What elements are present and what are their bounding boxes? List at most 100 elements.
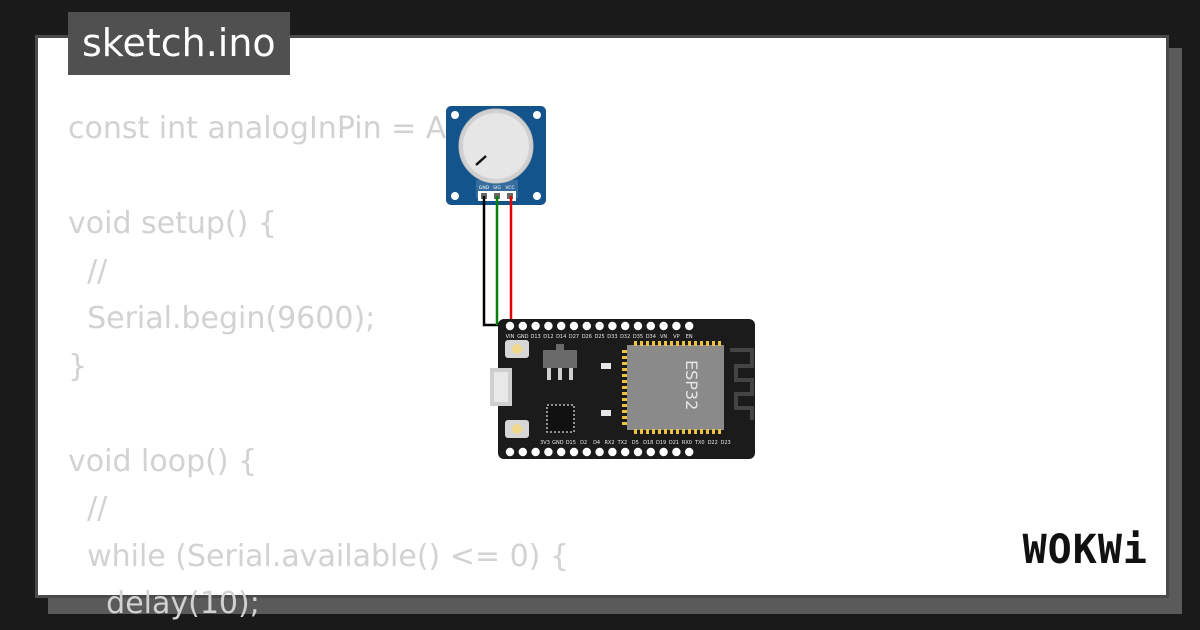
- header-pin[interactable]: [505, 321, 515, 331]
- module-pin: [664, 341, 667, 346]
- module-pin: [634, 341, 637, 346]
- module-pin: [670, 341, 673, 346]
- header-pin[interactable]: [557, 321, 566, 331]
- code-line: Serial.begin(9600);: [68, 301, 376, 336]
- header-pin[interactable]: [569, 321, 579, 331]
- pin-label: D26: [582, 334, 592, 340]
- module-pin: [712, 341, 715, 346]
- file-tab[interactable]: sketch.ino: [68, 12, 290, 75]
- pin-label: GND: [552, 440, 564, 446]
- voltage-regulator: [543, 350, 577, 368]
- pin-label: D22: [708, 440, 718, 446]
- header-pin[interactable]: [608, 321, 617, 331]
- module-pin: [682, 341, 685, 346]
- pin-label: VP: [673, 334, 679, 340]
- mount-hole: [451, 192, 459, 200]
- header-pin[interactable]: [582, 447, 591, 457]
- module-pin: [706, 341, 709, 346]
- pin-label: D32: [620, 334, 630, 340]
- header-pin[interactable]: [544, 447, 553, 457]
- code-line: delay(10);: [68, 586, 260, 621]
- header-pin[interactable]: [595, 447, 604, 457]
- pin-label: VN: [660, 334, 667, 340]
- code-line: void setup() {: [68, 206, 277, 241]
- pin-label: D2: [580, 440, 587, 446]
- header-pin[interactable]: [659, 447, 668, 457]
- header-pin[interactable]: [621, 447, 630, 457]
- header-pin[interactable]: [659, 321, 668, 331]
- module-pin: [622, 374, 628, 377]
- header-pin[interactable]: [582, 321, 591, 331]
- pin-label: D19: [656, 440, 666, 446]
- pin-label: D23: [720, 440, 730, 446]
- module-pin: [688, 429, 691, 434]
- module-pin: [622, 404, 628, 407]
- pin-label: D33: [607, 334, 617, 340]
- header-pin[interactable]: [685, 321, 694, 331]
- module-pin: [622, 356, 628, 359]
- pot-pin-label: VCC: [505, 185, 514, 191]
- usb-uart-chip: [546, 404, 575, 433]
- pin-label: 3V3: [540, 440, 550, 446]
- module-pin: [622, 416, 628, 419]
- pot-pin-label: SIG: [493, 185, 501, 191]
- code-line: //: [68, 253, 108, 289]
- pin-label: D35: [633, 334, 643, 340]
- header-pin[interactable]: [672, 321, 681, 331]
- code-line: void loop() {: [68, 443, 258, 479]
- pin-label: D27: [569, 334, 579, 340]
- pin-label: TX2: [617, 440, 628, 446]
- editor-card: const int analogInPin = A0;void setup() …: [35, 35, 1169, 621]
- header-pin[interactable]: [531, 321, 540, 331]
- header-pin[interactable]: [557, 447, 566, 457]
- header-pin[interactable]: [505, 447, 515, 457]
- header-pin[interactable]: [608, 447, 617, 457]
- mount-hole: [533, 111, 541, 119]
- module-pin: [622, 410, 628, 413]
- pin-label: D14: [556, 334, 566, 340]
- header-pin[interactable]: [621, 321, 630, 331]
- module-pin: [646, 429, 649, 434]
- code-editor[interactable]: const int analogInPin = A0;void setup() …: [68, 105, 569, 628]
- mount-hole: [533, 192, 541, 200]
- header-pin[interactable]: [672, 447, 681, 457]
- header-pin[interactable]: [518, 447, 527, 457]
- wokwi-logo-text: WOKWi: [1022, 527, 1148, 573]
- wokwi-logo: WOKWi: [1023, 527, 1148, 573]
- module-pin: [622, 380, 628, 383]
- header-pin[interactable]: [646, 321, 655, 331]
- header-pin[interactable]: [633, 321, 643, 331]
- pin-label: D13: [530, 334, 540, 340]
- sig-wire[interactable]: [495, 196, 575, 326]
- header-pin[interactable]: [685, 447, 694, 457]
- header-pin[interactable]: [633, 447, 643, 457]
- header-pin[interactable]: [646, 447, 655, 457]
- module-pin: [658, 429, 661, 434]
- module-pin: [712, 429, 715, 434]
- header-pin[interactable]: [518, 321, 527, 331]
- header-pin[interactable]: [569, 447, 579, 457]
- module-pin: [694, 341, 697, 346]
- pin-label: VIN: [506, 334, 515, 340]
- header-pin[interactable]: [531, 447, 540, 457]
- module-pin: [622, 386, 628, 389]
- esp32-module: ESP32: [622, 341, 724, 434]
- module-pin: [622, 392, 628, 395]
- module-pin: [670, 429, 673, 434]
- mount-hole: [451, 111, 459, 119]
- pin-label: RX2: [604, 440, 614, 446]
- pot-knob[interactable]: [463, 113, 529, 179]
- chip-label: ESP32: [682, 360, 701, 410]
- header-pin[interactable]: [595, 321, 604, 331]
- potentiometer[interactable]: GND SIG VCC: [446, 106, 546, 205]
- module-pin: [622, 368, 628, 371]
- module-pin: [664, 429, 667, 434]
- pin-label: D15: [566, 440, 576, 446]
- module-pin: [718, 429, 721, 434]
- module-pin: [694, 429, 697, 434]
- pin-label: D21: [669, 440, 679, 446]
- header-pin[interactable]: [544, 321, 553, 331]
- module-pin: [640, 341, 643, 346]
- module-pin: [706, 429, 709, 434]
